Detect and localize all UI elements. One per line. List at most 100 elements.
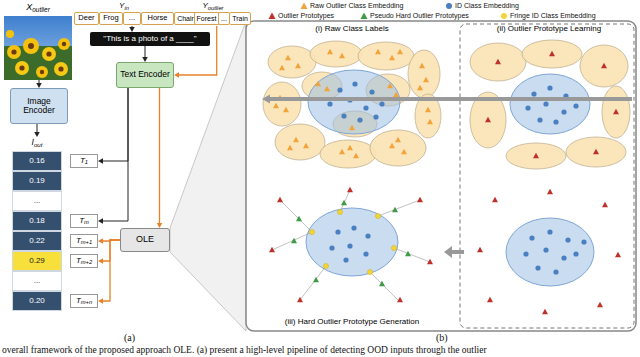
- hard-prototype-panel: [347, 187, 353, 192]
- raw-class-panel: [268, 46, 316, 78]
- legend-shape: [361, 12, 368, 19]
- prototype-result-panel: [573, 251, 578, 256]
- connector: [98, 240, 120, 264]
- stage-panel: (i) Raw Class Labels: [262, 24, 442, 174]
- legend-text: Pseudo Hard Outlier Prototypes: [370, 12, 469, 19]
- connector-line: [102, 88, 128, 221]
- score-cell: 0.16: [12, 151, 62, 171]
- hard-prototype-panel: [417, 197, 423, 202]
- node-text: ...: [221, 15, 227, 23]
- hard-prototype-panel: [397, 297, 403, 302]
- legend-shape: [446, 3, 452, 9]
- sunflower-photo: [6, 30, 14, 38]
- subscript: m: [84, 219, 89, 225]
- raw-class-panel: [389, 143, 395, 148]
- connector-line: [102, 88, 128, 161]
- node-text: Deer: [78, 14, 94, 22]
- hard-prototype-panel: [340, 190, 350, 212]
- prototype-panel: [525, 105, 530, 110]
- connector-line: [269, 97, 632, 101]
- prototype-panel: [525, 85, 578, 124]
- prototype-panel: [470, 40, 630, 169]
- raw-class-panel: [337, 87, 342, 92]
- prototype-panel: [543, 101, 548, 106]
- sunflower-photo: [42, 47, 56, 61]
- node-text: 0.18: [29, 217, 45, 226]
- hard-prototype-panel: [343, 257, 348, 262]
- legend-shape: [301, 2, 308, 9]
- ole-module: OLE: [120, 228, 170, 252]
- id-label-row: YinDeerFrog...Horse: [74, 1, 174, 26]
- sunflower-photo: [36, 66, 48, 78]
- node-text: ...: [34, 277, 41, 286]
- prototype-panel: [602, 86, 630, 138]
- text-encoder: Text Encoder: [116, 62, 174, 88]
- hard-prototype-panel: [272, 232, 312, 250]
- connector: [34, 124, 40, 137]
- score-cell: ...: [12, 191, 62, 211]
- raw-class-panel: [324, 86, 330, 91]
- raw-class-panel: [275, 124, 325, 160]
- prototype-panel: [470, 43, 526, 81]
- hard-prototype-panel: [379, 281, 385, 286]
- legend-item: Outlier Prototypes: [268, 11, 334, 20]
- node-text: 0.19: [29, 177, 45, 186]
- hard-prototype-panel: [329, 245, 334, 250]
- hard-prototype-panel: [405, 251, 411, 256]
- panel-arrow: [444, 246, 464, 258]
- node-title: (iii) Hard Outlier Prototype Generation: [262, 318, 442, 327]
- node-text: ...: [34, 197, 41, 206]
- prototype-panel: [547, 85, 552, 90]
- hard-prototype-panel: [394, 248, 430, 262]
- node-text: Tm: [79, 217, 89, 226]
- prototype-panel: [533, 153, 539, 158]
- legend-text: Raw Outlier Class Embedding: [310, 2, 403, 9]
- text-embedding: Tm+1: [70, 234, 98, 248]
- raw-class-panel: [341, 113, 346, 118]
- sunflower-photo: [4, 16, 72, 80]
- prototype-panel: [537, 117, 542, 122]
- connector-line: [102, 240, 120, 261]
- raw-class-panel: [417, 85, 423, 90]
- prototype-panel: [531, 91, 536, 96]
- connector-line: [159, 88, 160, 224]
- legend-item: Fringe ID Class Embedding: [500, 11, 596, 20]
- outlier-label-row: YoutlierChairForest...Train: [176, 1, 250, 26]
- node-title: (ii) Outlier Prototype Learning: [466, 25, 632, 34]
- raw-class-panel: [263, 41, 441, 168]
- node-text: "This is a photo of a ____": [103, 35, 196, 44]
- arrow-head: [98, 158, 103, 164]
- prototype-result-panel: [487, 297, 493, 302]
- subscript: 1: [85, 159, 88, 165]
- raw-class-panel: [349, 125, 355, 130]
- prototype-panel: [566, 137, 626, 167]
- sunflower-photo: [4, 16, 72, 80]
- node-text: 0.16: [29, 157, 45, 166]
- hard-prototype-panel: [351, 225, 356, 230]
- prototype-panel: [553, 119, 558, 124]
- raw-class-panel: [353, 153, 359, 158]
- hard-prototype-panel: [391, 245, 396, 250]
- raw-class-panel: [379, 101, 384, 106]
- hard-prototype-panel: [309, 229, 314, 234]
- raw-class-panel: [303, 143, 309, 148]
- raw-class-panel: [273, 103, 279, 108]
- prototype-result-panel: [477, 189, 621, 314]
- hard-prototype-panel: [347, 243, 352, 248]
- score-column: Iout0.160.19...0.180.220.29...0.20: [12, 137, 62, 311]
- zoom-cone: [170, 21, 246, 331]
- hard-prototype-panel: [300, 266, 326, 300]
- legend-text: Fringe ID Class Embedding: [510, 12, 596, 19]
- raw-class-panel: [393, 92, 399, 97]
- prototype-panel: [601, 63, 607, 68]
- stage-panel: (ii) Outlier Prototype Learning: [466, 24, 632, 174]
- legend-swatch: [300, 2, 308, 10]
- prototype-result-panel: [553, 269, 558, 274]
- score-cell: 0.20: [12, 291, 62, 311]
- legend-shape: [501, 13, 507, 19]
- raw-class-panel: [263, 41, 441, 168]
- hard-prototype-panel: [335, 229, 340, 234]
- node-text: ...: [129, 14, 135, 22]
- raw-class-panel: [370, 130, 426, 166]
- hard-prototype-panel: [269, 187, 433, 302]
